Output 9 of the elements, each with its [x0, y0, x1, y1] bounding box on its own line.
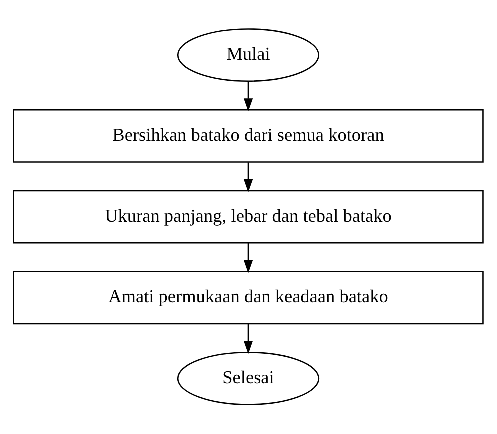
node-ellipse: Mulai — [177, 28, 320, 82]
node-ellipse: Selesai — [177, 352, 320, 406]
node-box: Amati permukaan dan keadaan batako — [13, 271, 484, 325]
arrow — [244, 162, 254, 193]
arrow — [244, 324, 254, 354]
node-box: Ukuran panjang, lebar dan tebal batako — [13, 190, 484, 244]
node-box: Bersihkan batako dari semua kotoran — [13, 109, 484, 163]
arrow — [244, 243, 254, 274]
arrow — [244, 82, 254, 112]
